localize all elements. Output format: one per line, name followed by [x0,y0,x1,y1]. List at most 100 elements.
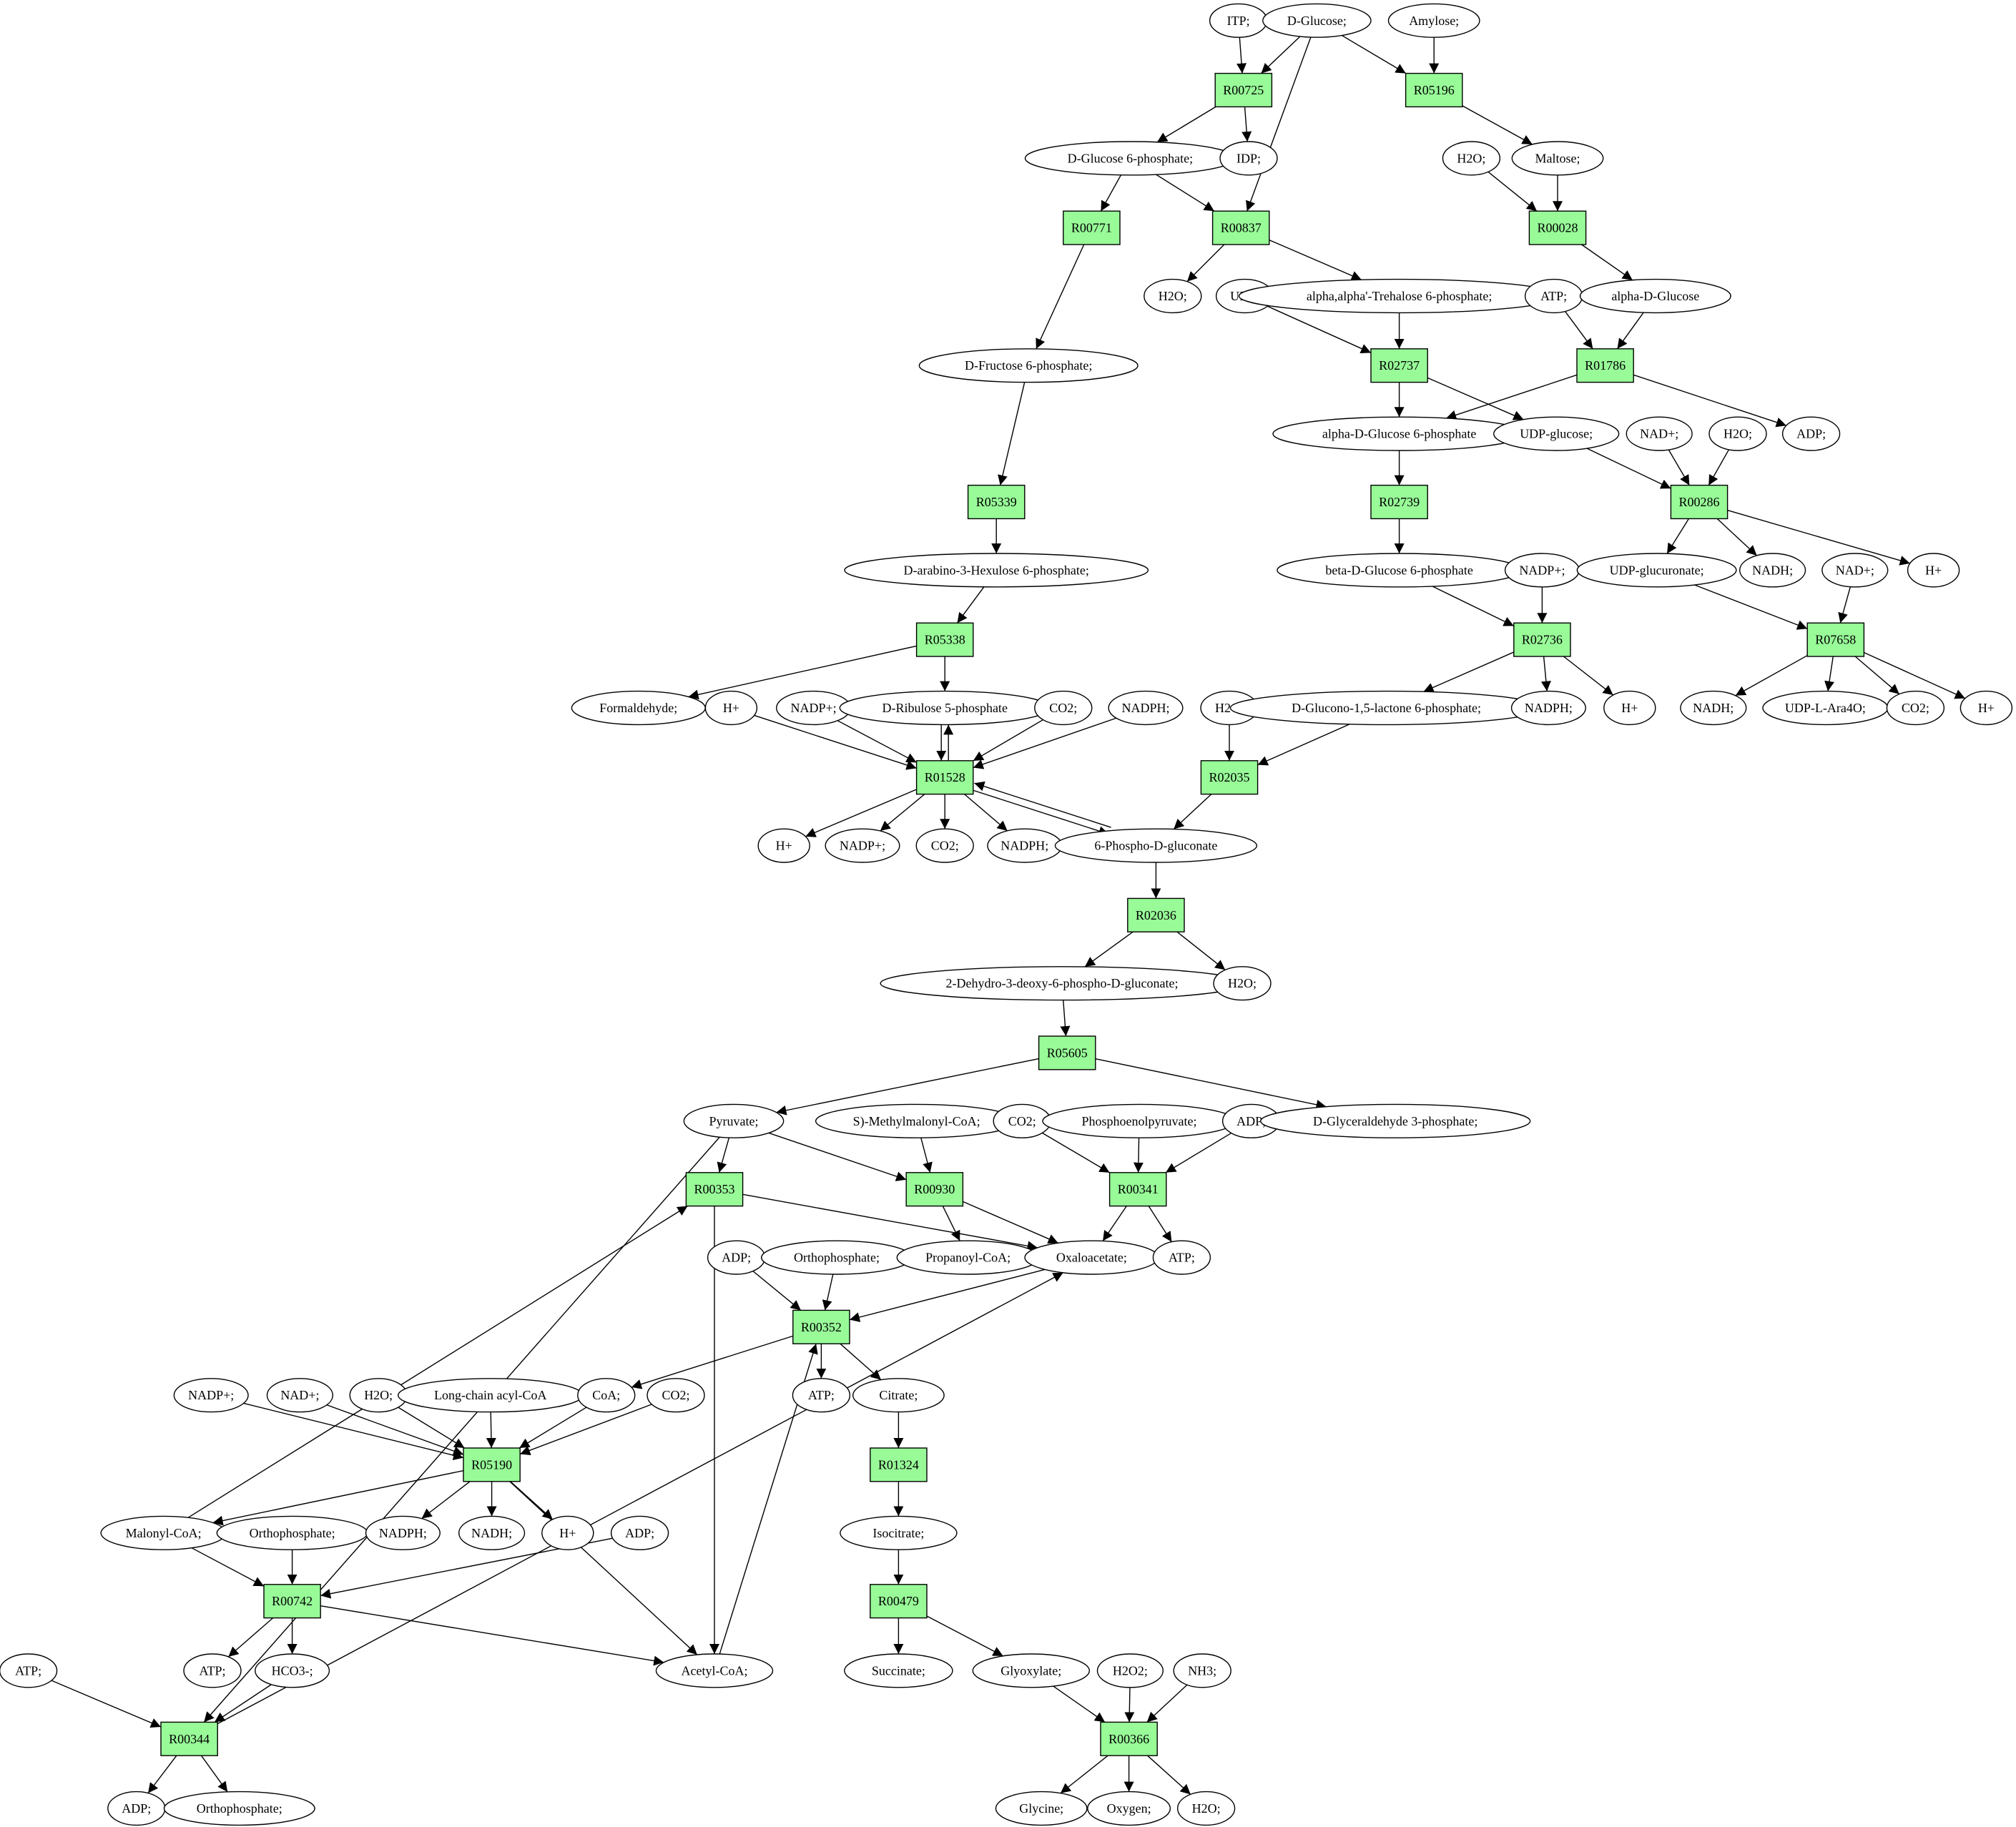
metabolite-node-pi_3: Orthophosphate; [163,1791,315,1826]
edge-h2o_6-to-r05190 [398,1407,465,1449]
node-label: H2O; [364,1388,393,1402]
metabolite-ellipse [1176,1791,1236,1826]
node-label: ATP; [15,1663,41,1678]
node-label: CO2; [662,1388,689,1402]
node-label: NAD+; [1640,427,1678,441]
edge-glx-to-r00366 [1053,1685,1106,1723]
metabolite-ellipse [918,348,1139,383]
node-label: R00352 [801,1320,842,1334]
metabolite-node-idp: IDP; [1219,141,1278,176]
reaction-box [967,484,1026,520]
metabolite-ellipse [1493,416,1620,451]
edge-h2o2-to-r00366 [1124,1687,1135,1723]
edge-layer [51,34,1966,1795]
metabolite-node-ppcoa: Propanoyl-CoA; [896,1240,1040,1275]
node-label: R05338 [925,633,965,647]
node-label: beta-D-Glucose 6-phosphate [1325,563,1472,577]
metabolite-node-nadp_3: NADP+; [825,828,900,863]
metabolite-node-nad_3: NAD+; [266,1378,334,1413]
node-label: H+ [1978,701,1995,715]
node-label: Glyoxylate; [1000,1663,1061,1678]
reaction-node-r02036: R02036 [1127,897,1185,932]
edge-r00341-to-atp_2 [1148,1206,1172,1243]
node-label: NADPH; [1121,701,1169,715]
node-label: H+ [1925,563,1942,577]
metabolite-node-co2_1: CO2; [1034,690,1093,726]
edge-r00837-to-tre6p [1269,240,1362,281]
node-label: R02736 [1522,633,1563,647]
metabolite-node-kdpg: 2-Dehydro-3-deoxy-6-phospho-D-gluconate; [880,966,1244,1001]
node-label: H2O; [1192,1801,1221,1816]
node-label: 6-Phospho-D-gluconate [1094,839,1217,853]
metabolite-ellipse [704,690,758,726]
node-label: ADP; [722,1251,751,1265]
metabolite-ellipse [1739,553,1806,588]
metabolite-ellipse [646,1378,705,1413]
node-label: R01324 [878,1457,919,1472]
metabolite-node-udpara: UDP-L-Ara4O; [1762,690,1889,726]
edge-r00352-to-coa [631,1335,794,1389]
node-label: R00344 [169,1732,210,1746]
node-label: D-Glucose 6-phosphate; [1068,151,1193,165]
reaction-node-r05339: R05339 [967,484,1026,520]
edge-h2o_3-to-r00286 [1708,449,1730,486]
node-label: ITP; [1227,14,1250,28]
reaction-node-r00344: R00344 [160,1721,218,1756]
edge-dglc-to-r05196 [1342,34,1407,74]
reaction-node-r01786: R01786 [1576,348,1634,383]
metabolite-node-ru5p: D-Ribulose 5-phosphate [839,690,1051,726]
node-label: H2O; [1457,151,1485,165]
metabolite-ellipse [163,1791,315,1826]
metabolite-node-atp_4: ATP; [183,1653,242,1688]
node-label: CoA; [592,1388,620,1402]
node-label: Succinate; [872,1663,925,1678]
node-label: Propanoyl-CoA; [925,1251,1011,1265]
edge-r05190-to-nadph_4 [421,1481,471,1520]
reaction-box [1528,210,1587,245]
metabolite-node-glcnlac: D-Glucono-1,5-lactone 6-phosphate; [1229,690,1543,726]
metabolite-node-nadp_1: NADP+; [1504,553,1580,588]
node-label: R00742 [272,1594,313,1608]
metabolite-node-pep: Phosphoenolpyruvate; [1042,1103,1236,1138]
edge-kdpg-to-r05605 [1060,1000,1071,1037]
metabolite-node-nadh_1: NADH; [1739,553,1806,588]
metabolite-ellipse [1511,141,1604,176]
edge-pyr-to-r00344 [203,1136,720,1723]
metabolite-node-maltose: Maltose; [1511,141,1604,176]
node-label: R00353 [694,1182,734,1196]
node-label: NADP+; [791,701,837,715]
reaction-node-r00341: R00341 [1108,1172,1167,1207]
node-label: D-Glucose; [1287,14,1347,28]
metabolite-node-icit: Isocitrate; [840,1515,958,1550]
metabolite-ellipse [972,1653,1091,1688]
node-label: UDP-L-Ara4O; [1785,701,1866,715]
node-label: R02035 [1209,770,1249,784]
node-label: R05190 [471,1457,512,1472]
edge-r00341-to-oaa [1102,1206,1127,1241]
node-label: CO2; [931,839,959,853]
reaction-node-r00479: R00479 [870,1584,928,1619]
reaction-box [1038,1035,1096,1070]
reaction-box [915,760,974,795]
metabolite-node-h2o_5: H2O; [1213,966,1272,1001]
metabolite-ellipse [655,1653,774,1688]
metabolite-ellipse [1680,690,1747,726]
node-label: H2O; [1724,427,1752,441]
edge-r07658-to-co2_2 [1854,656,1900,695]
reaction-node-r00366: R00366 [1100,1721,1158,1756]
edge-r00366-to-gly [1060,1755,1108,1794]
node-label: Malonyl-CoA; [126,1526,202,1540]
edge-r00930-to-ppcoa [942,1206,960,1241]
reaction-node-r05190: R05190 [463,1447,521,1482]
edge-r05196-to-maltose [1462,105,1533,145]
node-label: Orthophosphate; [794,1251,880,1265]
node-label: R01786 [1585,358,1626,373]
node-label: alpha-D-Glucose [1611,289,1699,303]
reaction-node-r00771: R00771 [1063,210,1121,245]
metabolite-ellipse [844,553,1149,588]
edge-malcoa-to-r00353 [187,1206,688,1518]
edge-pyr-to-r00353 [717,1137,730,1173]
edge-r00725-to-idp [1241,107,1252,142]
metabolite-node-nh3: NH3; [1173,1653,1231,1688]
node-label: D-Fructose 6-phosphate; [965,358,1092,373]
